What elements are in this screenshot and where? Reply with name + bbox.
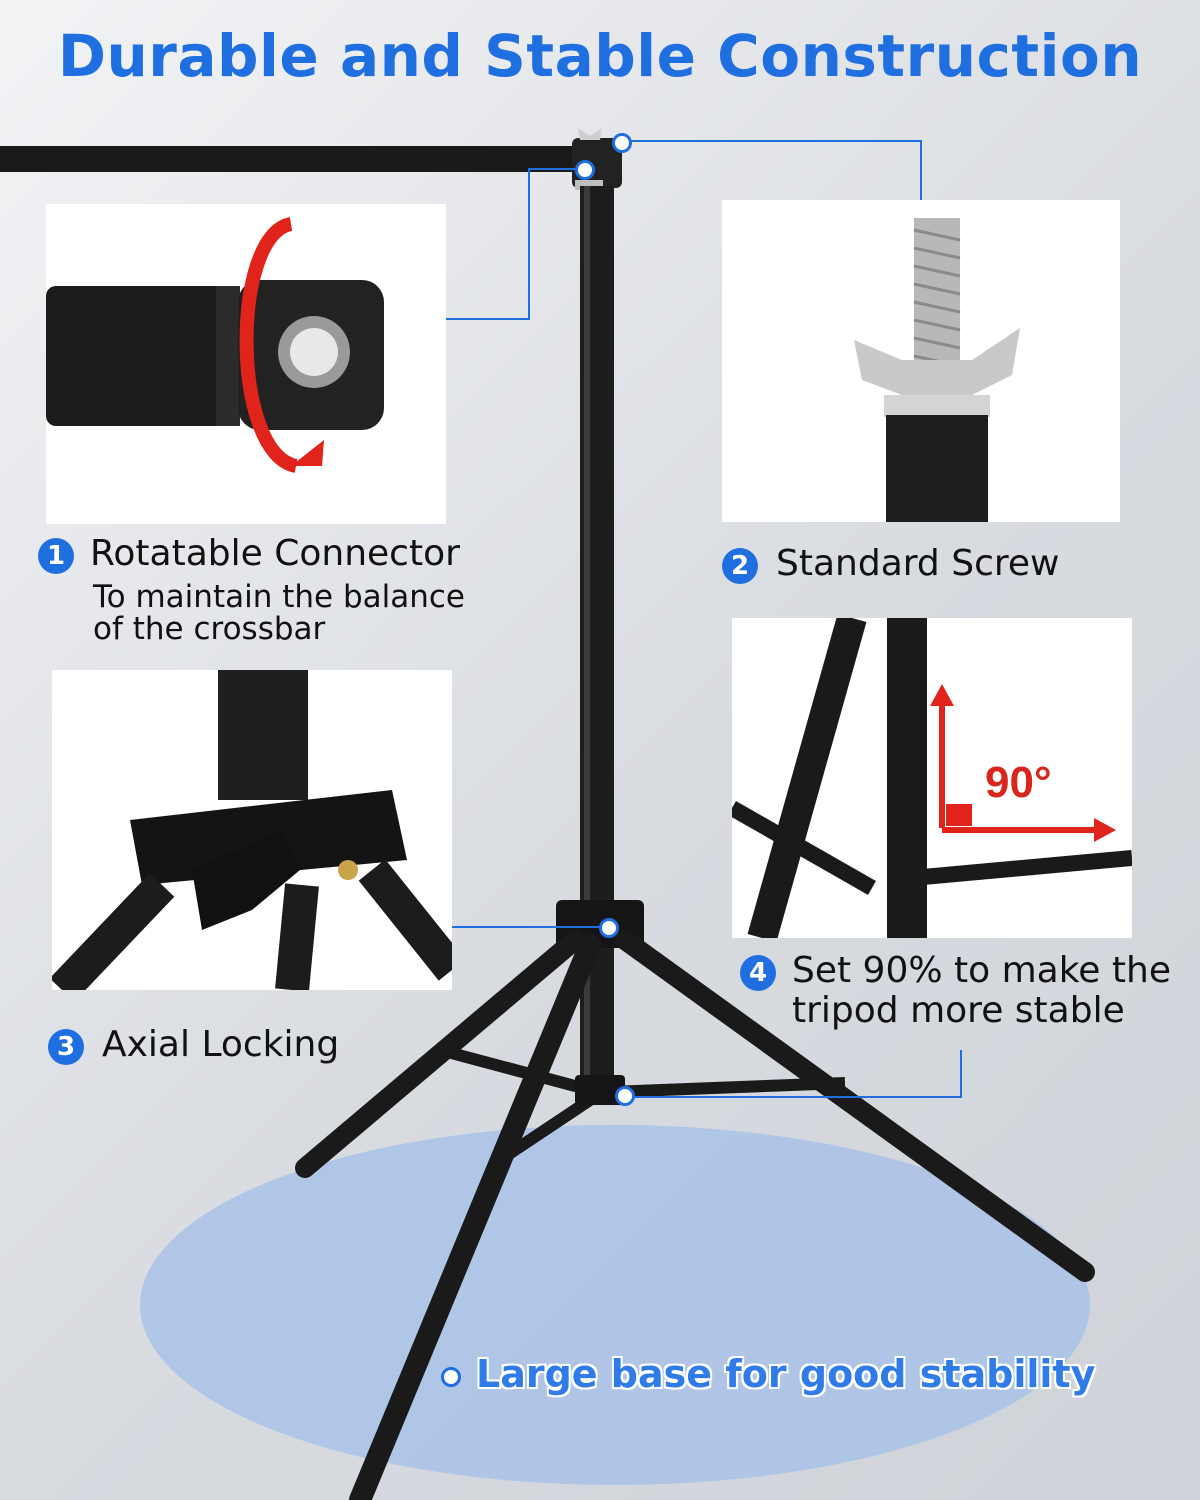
callout-line-1b — [528, 168, 530, 320]
feature-number-1: 1 — [38, 538, 74, 574]
feature-label-4a: Set 90% to make the — [792, 950, 1171, 991]
callout-line-4a — [630, 1096, 962, 1098]
angle-label: 90° — [985, 758, 1052, 807]
rotatable-connector-photo — [46, 204, 446, 524]
leg-angle-photo — [732, 618, 1132, 938]
crossbar — [0, 146, 590, 172]
callout-line-3 — [452, 926, 600, 928]
screw-illustration — [854, 218, 1020, 522]
feature-label-1: Rotatable Connector — [90, 533, 460, 574]
feature-label-4b: tripod more stable — [792, 990, 1125, 1031]
callout-point-3 — [599, 918, 619, 938]
feature-desc-1a: To maintain the balance — [93, 579, 465, 615]
callout-line-4b — [960, 1050, 962, 1098]
callout-line-2b — [920, 140, 922, 200]
callout-line-2a — [625, 140, 921, 142]
base-stability-label: Large base for good stability — [476, 1352, 1096, 1396]
feature-number-4: 4 — [740, 955, 776, 991]
base-floor-ellipse — [140, 1125, 1090, 1485]
leg-angle-illustration — [732, 618, 1132, 938]
feature-label-3: Axial Locking — [102, 1024, 340, 1065]
feature-label-2: Standard Screw — [776, 543, 1060, 584]
page-title: Durable and Stable Construction — [57, 22, 1143, 90]
standard-screw-photo — [722, 200, 1120, 522]
connector-illustration — [46, 217, 384, 473]
callout-line-1c — [528, 168, 584, 170]
hub-illustration — [52, 670, 452, 990]
feature-desc-1b: of the crossbar — [93, 611, 326, 647]
callout-point-1 — [575, 160, 595, 180]
callout-point-2 — [612, 133, 632, 153]
base-bullet-icon — [441, 1367, 461, 1387]
axial-locking-photo — [52, 670, 452, 990]
feature-number-2: 2 — [722, 548, 758, 584]
callout-line-1a — [446, 318, 530, 320]
callout-point-4 — [615, 1086, 635, 1106]
feature-number-3: 3 — [48, 1029, 84, 1065]
